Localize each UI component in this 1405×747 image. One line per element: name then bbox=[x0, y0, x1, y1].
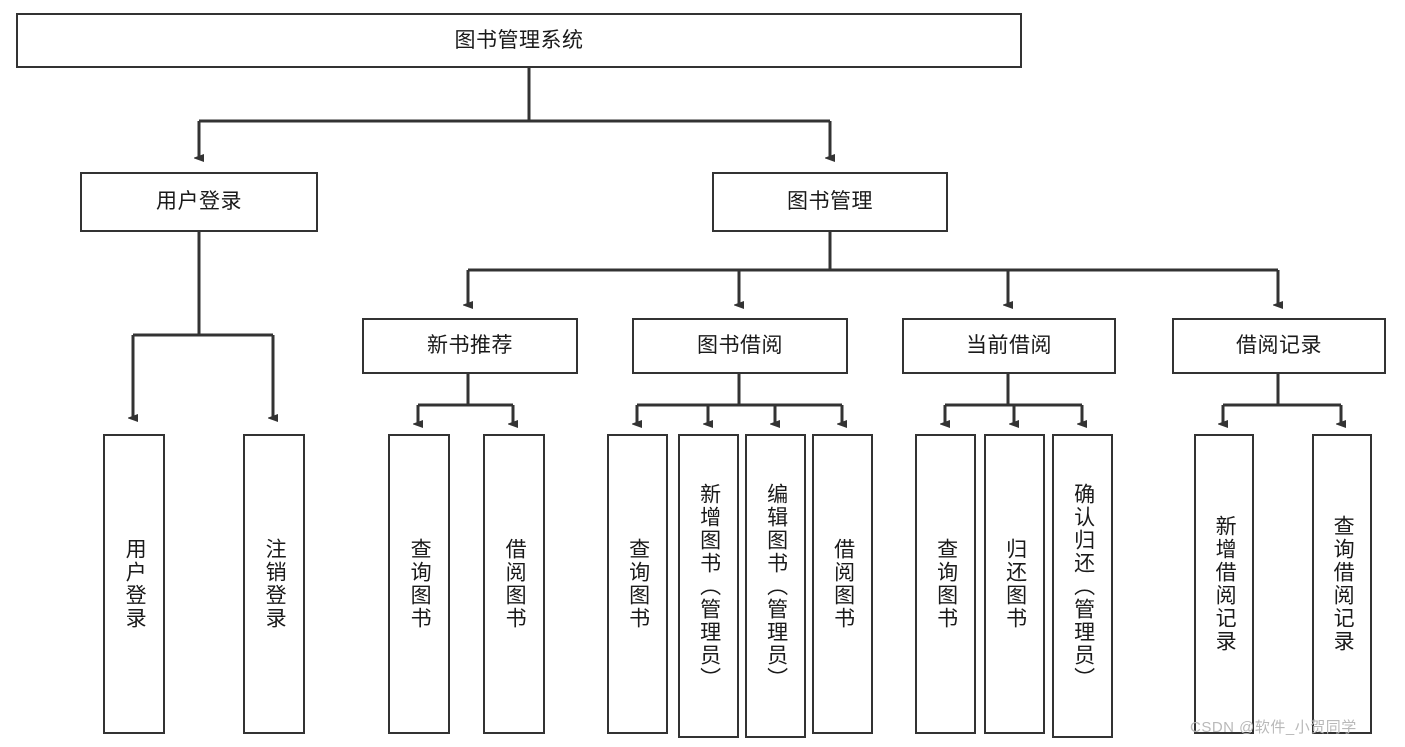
node-book-borrow[interactable]: 图书借阅 bbox=[632, 318, 848, 374]
node-label: 图书管理 bbox=[787, 190, 873, 214]
node-label: 查询图书 bbox=[934, 538, 958, 630]
node-label: 编辑图书（管理员） bbox=[764, 482, 788, 690]
edges-new-book-recommend bbox=[418, 374, 513, 424]
node-leaf-user-login[interactable]: 用户登录 bbox=[103, 434, 165, 734]
edges-borrow-record bbox=[1223, 374, 1341, 424]
node-leaf-return-book[interactable]: 归还图书 bbox=[984, 434, 1045, 734]
node-leaf-add-book[interactable]: 新增图书（管理员） bbox=[678, 434, 739, 738]
edges-book-management bbox=[468, 232, 1278, 305]
node-borrow-record[interactable]: 借阅记录 bbox=[1172, 318, 1386, 374]
node-current-borrow[interactable]: 当前借阅 bbox=[902, 318, 1116, 374]
node-root-book-management-system[interactable]: 图书管理系统 bbox=[16, 13, 1022, 68]
node-leaf-query-book-2[interactable]: 查询图书 bbox=[607, 434, 668, 734]
node-label: 确认归还（管理员） bbox=[1071, 482, 1095, 690]
node-leaf-edit-book[interactable]: 编辑图书（管理员） bbox=[745, 434, 806, 738]
edges-book-borrow bbox=[637, 374, 842, 424]
node-book-management[interactable]: 图书管理 bbox=[712, 172, 948, 232]
node-label: 注销登录 bbox=[263, 538, 287, 630]
node-user-login[interactable]: 用户登录 bbox=[80, 172, 318, 232]
node-label: 借阅图书 bbox=[503, 538, 527, 630]
node-label: 新增图书（管理员） bbox=[697, 482, 721, 690]
node-label: 用户登录 bbox=[123, 538, 147, 630]
edges-user-login bbox=[133, 232, 273, 418]
node-label: 归还图书 bbox=[1003, 538, 1027, 630]
node-label: 查询借阅记录 bbox=[1331, 515, 1355, 653]
node-leaf-borrow-book-1[interactable]: 借阅图书 bbox=[483, 434, 545, 734]
node-leaf-query-book-1[interactable]: 查询图书 bbox=[388, 434, 450, 734]
node-leaf-query-record[interactable]: 查询借阅记录 bbox=[1312, 434, 1372, 734]
node-label: 新书推荐 bbox=[427, 334, 513, 358]
edges-current-borrow bbox=[945, 374, 1082, 424]
node-label: 借阅图书 bbox=[831, 538, 855, 630]
node-label: 图书借阅 bbox=[697, 334, 783, 358]
edges-root bbox=[199, 68, 830, 158]
node-leaf-query-book-3[interactable]: 查询图书 bbox=[915, 434, 976, 734]
node-leaf-logout-login[interactable]: 注销登录 bbox=[243, 434, 305, 734]
node-leaf-confirm-return[interactable]: 确认归还（管理员） bbox=[1052, 434, 1113, 738]
node-label: 用户登录 bbox=[156, 190, 242, 214]
node-label: 图书管理系统 bbox=[454, 28, 584, 52]
node-new-book-recommend[interactable]: 新书推荐 bbox=[362, 318, 578, 374]
node-leaf-borrow-book-2[interactable]: 借阅图书 bbox=[812, 434, 873, 734]
node-label: 查询图书 bbox=[626, 538, 650, 630]
node-leaf-add-record[interactable]: 新增借阅记录 bbox=[1194, 434, 1254, 734]
node-label: 查询图书 bbox=[408, 538, 432, 630]
node-label: 新增借阅记录 bbox=[1213, 515, 1237, 653]
csdn-watermark: CSDN @软件_小贺同学 bbox=[1190, 719, 1357, 736]
node-label: 当前借阅 bbox=[966, 334, 1052, 358]
node-label: 借阅记录 bbox=[1236, 334, 1322, 358]
